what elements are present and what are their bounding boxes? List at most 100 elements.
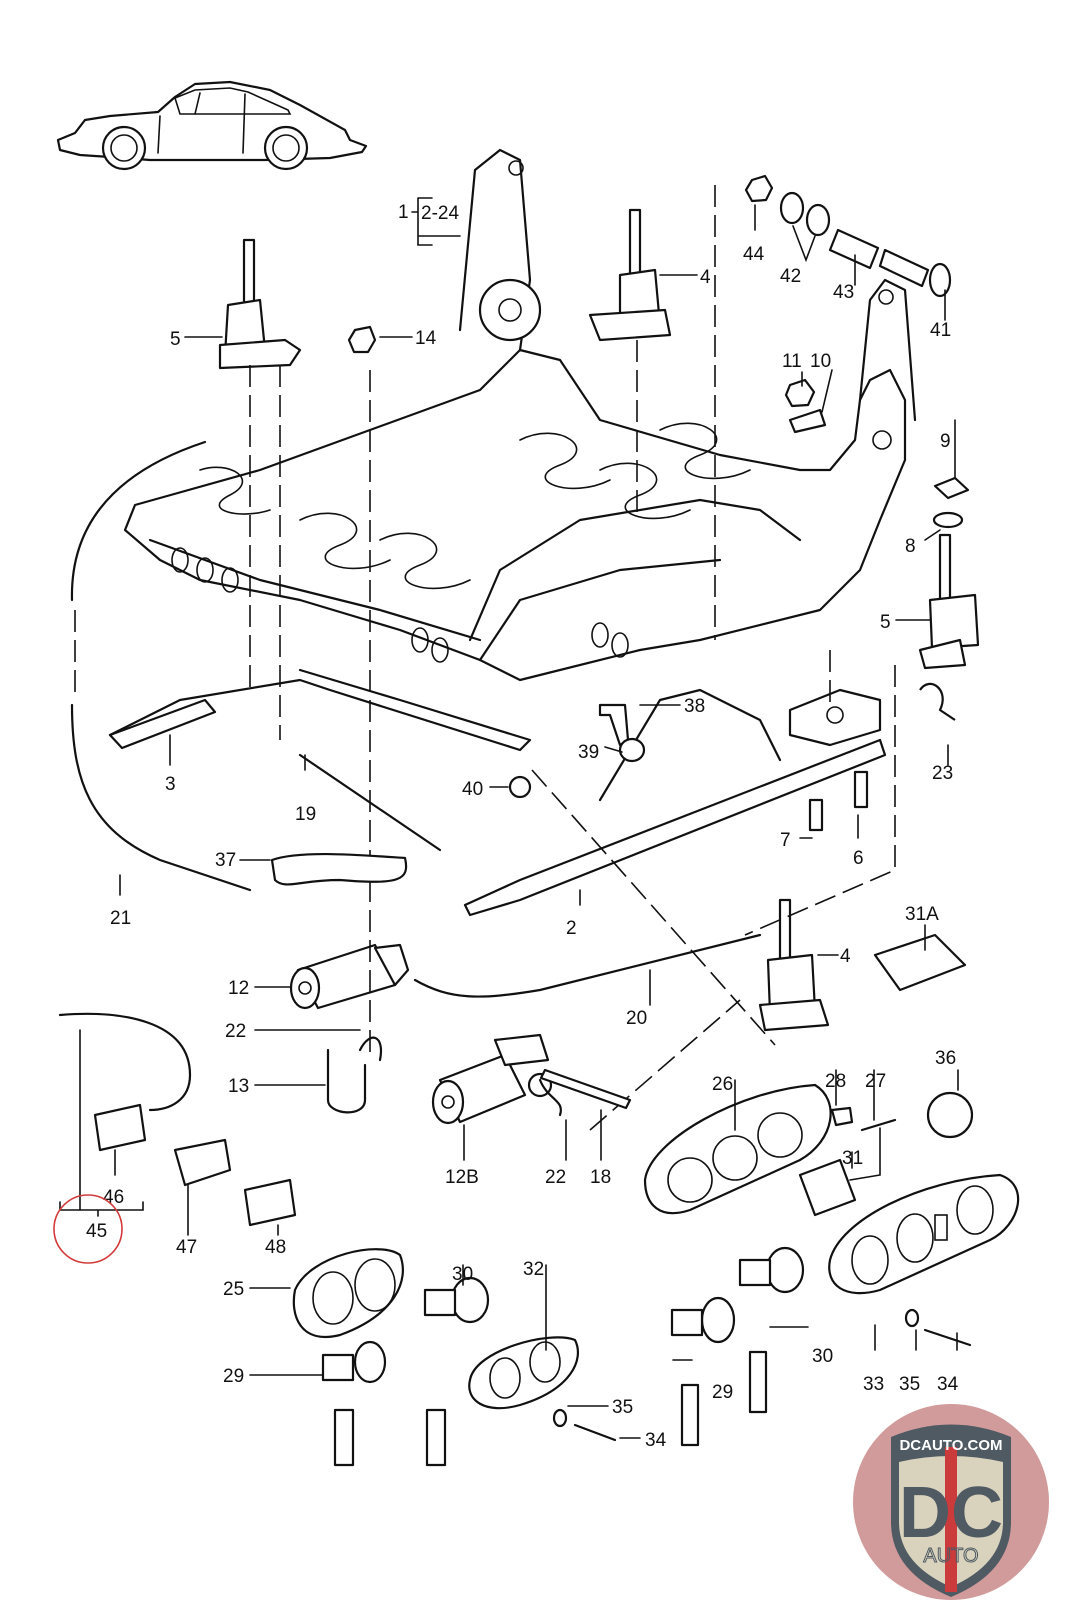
nut-11: [784, 378, 816, 408]
watermark-top-text: DCAUTO.COM: [899, 1437, 1002, 1454]
washer-42a: [779, 191, 805, 225]
callout-28: 28: [825, 1071, 846, 1092]
callout-43: 43: [833, 282, 854, 303]
callout-5a: 5: [170, 329, 181, 350]
washer-42b: [805, 203, 831, 237]
callout-25: 25: [223, 1279, 244, 1300]
callout-44: 44: [743, 244, 765, 265]
leader-lines: [59, 197, 959, 1439]
callout-38: 38: [684, 696, 705, 717]
bolt-41: [878, 248, 930, 288]
callout-19: 19: [295, 804, 316, 825]
clip-10: [788, 408, 827, 434]
callout-3: 3: [165, 774, 176, 795]
bracket-23: [919, 682, 956, 721]
callout-33: 33: [863, 1374, 884, 1395]
callout-27: 27: [865, 1071, 886, 1092]
switch-panels: [292, 1083, 1020, 1467]
callout-12: 12: [228, 978, 249, 999]
callout-40: 40: [462, 779, 483, 800]
hardware: [93, 174, 974, 1442]
washer-35b: [552, 1408, 568, 1428]
callout-35a: 35: [899, 1374, 920, 1395]
callout-18: 18: [590, 1167, 611, 1188]
bezel-33: [828, 1173, 1020, 1295]
watermark-sub-text: AUTO: [923, 1545, 978, 1567]
callout-22b: 22: [545, 1167, 566, 1188]
screw-27: [860, 1118, 897, 1132]
cover-37: [270, 852, 408, 886]
nut-14: [347, 325, 377, 354]
bolt-6: [853, 770, 869, 809]
gearbox-4-top: [588, 208, 672, 342]
screw-34a: [923, 1328, 972, 1347]
callout-32: 32: [523, 1259, 544, 1280]
relay-31a: [873, 933, 967, 992]
callout-12b: 12B: [445, 1167, 479, 1188]
bezel-32: [468, 1336, 580, 1410]
callout-2: 2: [566, 918, 577, 939]
callout-45: 45: [86, 1221, 107, 1242]
callout-23: 23: [932, 763, 953, 784]
callout-20: 20: [626, 1008, 647, 1029]
gearbox-5-right: [918, 533, 980, 670]
washer-8: [932, 511, 964, 529]
callout-30b: 30: [812, 1346, 833, 1367]
callout-22a: 22: [225, 1021, 246, 1042]
callout-42: 42: [780, 266, 801, 287]
switch-30-left: [423, 1276, 490, 1467]
callout-6: 6: [853, 848, 864, 869]
callout-31a: 31A: [905, 904, 939, 925]
watermark-stripe: [945, 1447, 957, 1592]
connector-46: [93, 1103, 147, 1152]
bushing-39: [618, 737, 646, 763]
callout-10: 10: [810, 351, 831, 372]
callout-9: 9: [940, 431, 951, 452]
gearbox-5-left: [218, 238, 302, 370]
callout-48: 48: [265, 1237, 286, 1258]
assembly-lines: [249, 185, 896, 1131]
vehicle-thumbnail: [56, 80, 368, 171]
clip-22a: [358, 1036, 383, 1062]
callout-29b: 29: [712, 1382, 733, 1403]
callout-46: 46: [103, 1187, 124, 1208]
cap-36: [926, 1091, 974, 1139]
callout-39: 39: [578, 742, 599, 763]
bracket-13: [326, 1048, 367, 1114]
callout-47: 47: [176, 1237, 197, 1258]
callout-29a: 29: [223, 1366, 244, 1387]
switch-29-right: [670, 1296, 736, 1447]
callout-21: 21: [110, 908, 131, 929]
callout-8: 8: [905, 536, 916, 557]
switch-29-left: [321, 1340, 387, 1467]
callout-34a: 34: [937, 1374, 959, 1395]
bezel-26: [643, 1083, 832, 1215]
callout-41: 41: [930, 320, 951, 341]
watermark-letters: DC: [899, 1473, 1003, 1553]
callout-11: 11: [782, 351, 802, 372]
washer-35a: [904, 1308, 920, 1328]
dcauto-watermark: DCAUTO.COM DC AUTO: [851, 1402, 1051, 1602]
seat-frame: [123, 148, 917, 682]
highlight-circle-45: [53, 1194, 123, 1264]
callout-4b: 4: [840, 946, 851, 967]
callout-35b: 35: [612, 1397, 633, 1418]
switch-31: [798, 1158, 857, 1217]
bushing-40: [508, 775, 532, 799]
motor-12b: [431, 1033, 553, 1125]
sleeve-43: [828, 228, 880, 270]
callout-37: 37: [215, 850, 236, 871]
bezel-25: [292, 1248, 404, 1338]
motor-12: [289, 943, 410, 1010]
callout-13: 13: [228, 1076, 249, 1097]
gearbox-4-lower: [758, 898, 830, 1032]
screw-34b: [573, 1423, 617, 1442]
callout-36: 36: [935, 1048, 956, 1069]
callout-labels: 1 2-24 2 3 4 4 5 5 6 7 8 9 10 11 12 12B …: [86, 202, 959, 1451]
callout-2-24: 2-24: [421, 203, 459, 224]
bolt-7: [808, 798, 824, 832]
ring-28: [830, 1106, 854, 1127]
callout-14: 14: [415, 328, 437, 349]
clip-9: [933, 476, 970, 500]
